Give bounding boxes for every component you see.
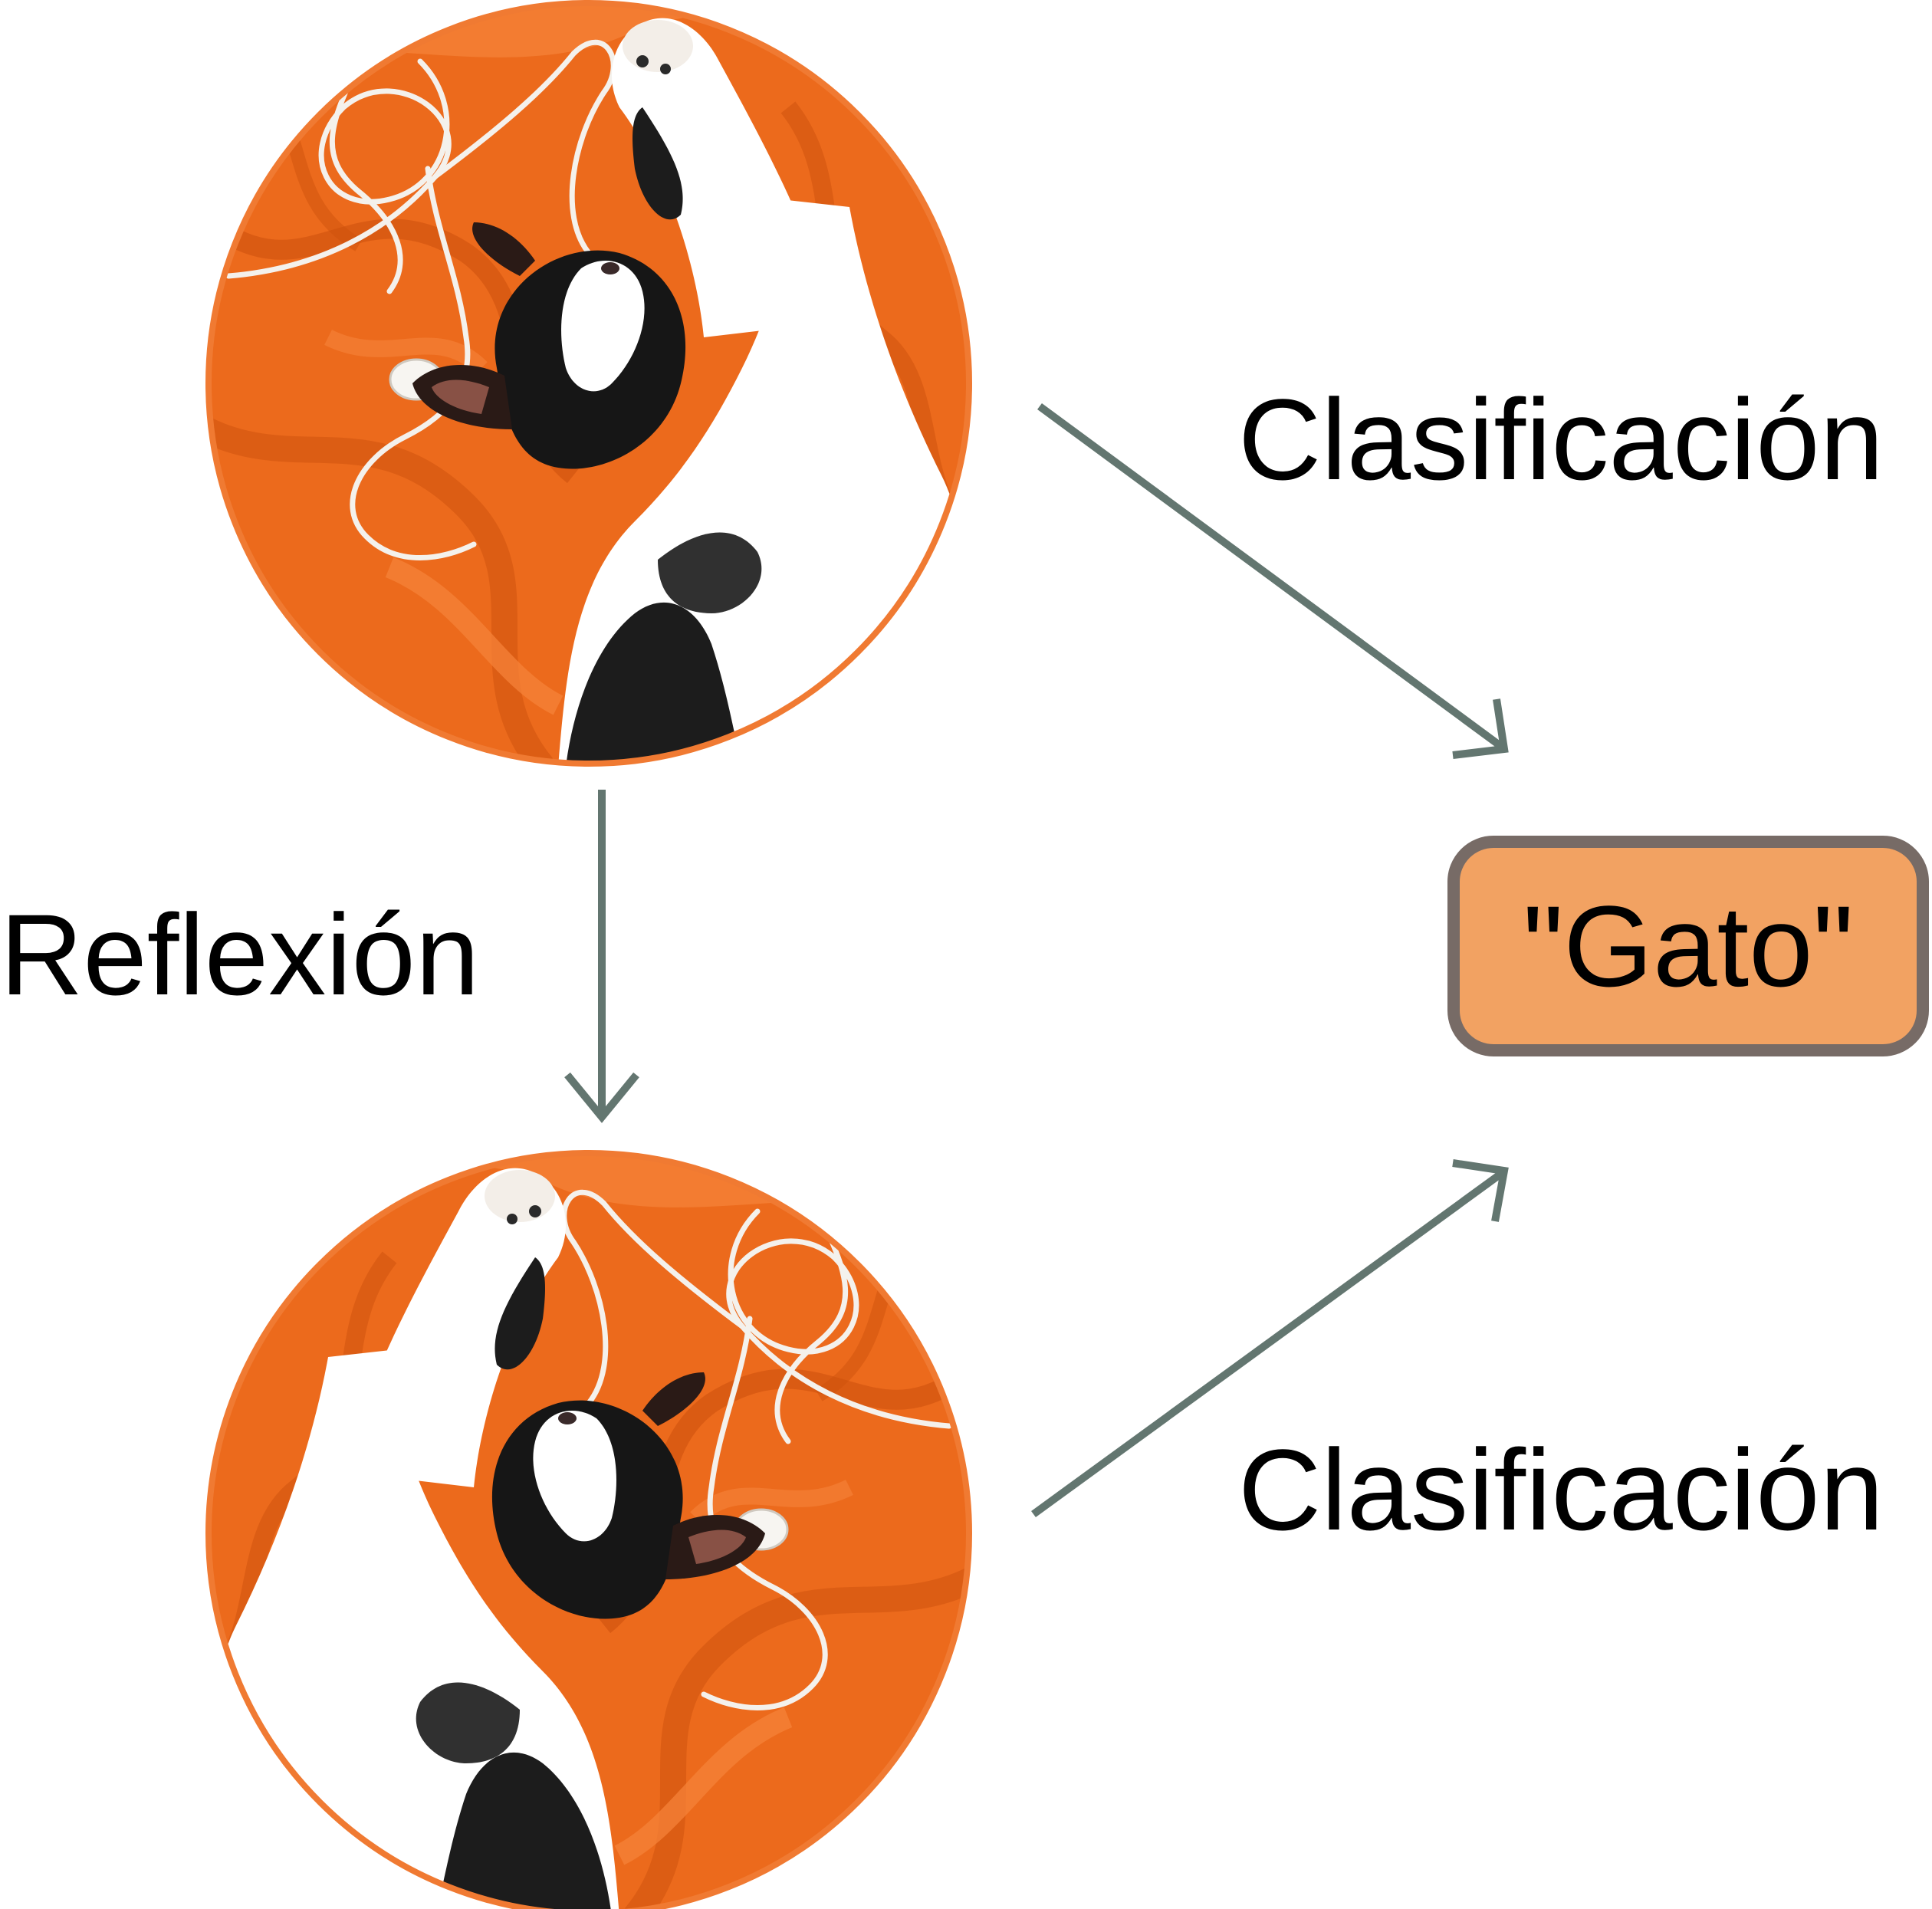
- classification-label-bottom: Clasificación: [1238, 1425, 1884, 1554]
- result-box: "Gato": [1447, 836, 1929, 1056]
- original-cat-image: [205, 0, 972, 767]
- arrow-classification-bottom: [1031, 1159, 1509, 1518]
- reflection-label: Reflexión: [0, 890, 480, 1019]
- flipped-cat-image: [205, 1150, 972, 1909]
- classification-label-top: Clasificación: [1238, 375, 1884, 504]
- result-label: "Gato": [1523, 882, 1854, 1010]
- arrow-reflection: [564, 790, 639, 1123]
- arrow-classification-top: [1037, 402, 1509, 759]
